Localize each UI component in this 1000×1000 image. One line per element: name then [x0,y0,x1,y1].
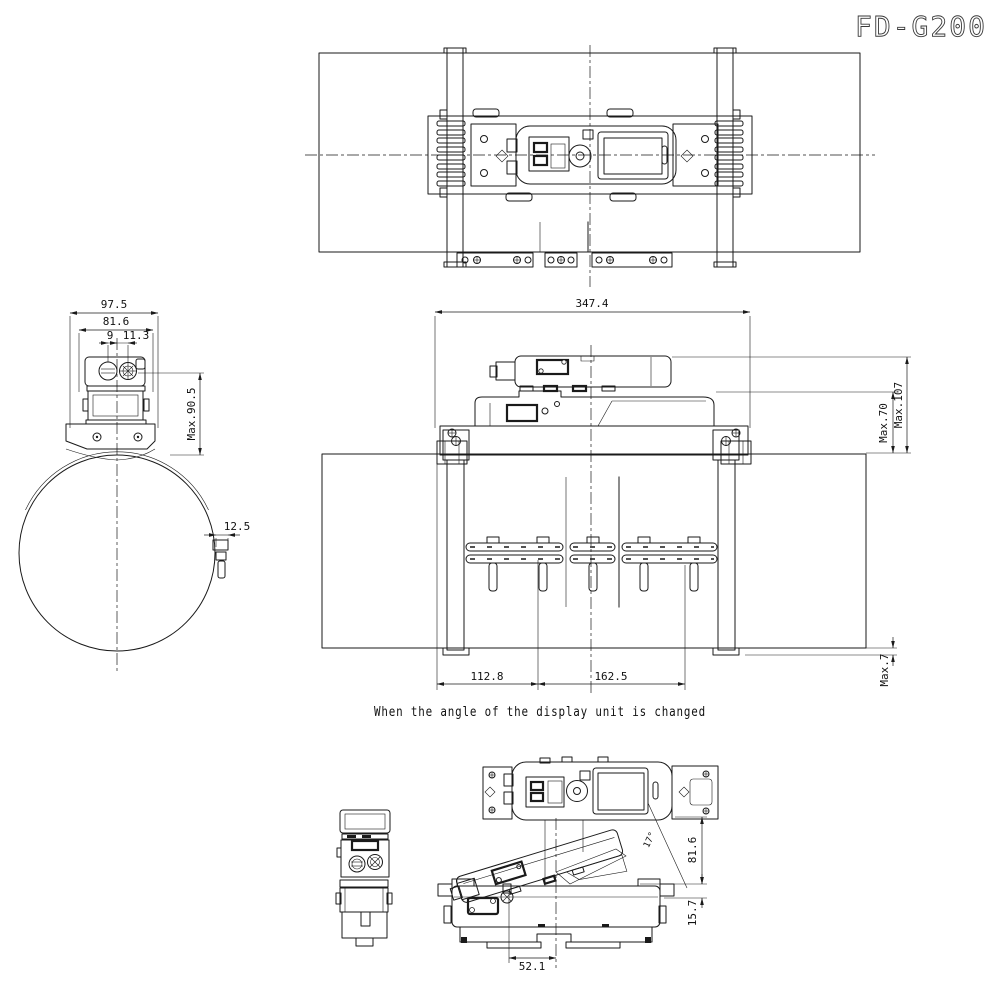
dim-overall-width-side: 97.5 [69,298,159,428]
set-button [582,129,594,140]
dim-mount-offsets-front: 112.8 162.5 [436,460,686,690]
dim-text-81-6: 81.6 [103,315,130,328]
drawing-title: FD-G200 [855,10,987,43]
mount-bracket-side [65,423,156,450]
note-text: When the angle of the display unit is ch… [374,705,706,720]
dim-strap-screw: 12.5 [204,520,250,547]
dim-text-9: 9 [107,329,114,342]
display-screen-top [597,131,669,180]
sensor-stack-side [65,356,156,461]
vent-slots-left [436,120,466,187]
strap-bolts [486,536,701,592]
dim-text-max-90-5: Max.90.5 [185,388,198,441]
foot-plates [456,221,673,268]
dim-text-tilt-angle: 17° [642,831,658,850]
dim-text-max-70: Max.70 [877,403,890,443]
dim-text-52-1: 52.1 [519,960,546,973]
pipe-outline-front [321,453,867,649]
dim-text-max-107: Max.107 [892,382,905,428]
dim-max-7: Max.7 [745,637,897,687]
dim-text-12-5: 12.5 [224,520,251,533]
dim-display-height: 81.6 [640,816,707,885]
sensor-body-top [506,125,677,185]
clamp-band-left [439,47,467,268]
dim-text-81-6-tilt: 81.6 [686,837,699,864]
dim-body-width-side: 81.6 [78,315,154,392]
side-view: 97.5 81.6 9 11.3 Max.90.5 [18,298,250,672]
dim-max-70: Max.70 [716,391,911,454]
dim-text-162-5: 162.5 [594,670,627,683]
dim-text-15-7: 15.7 [686,900,699,927]
tilt-plan-view [482,756,719,821]
mounting-plate-top [427,108,753,202]
dim-base-height: 15.7 [664,874,707,926]
top-view [305,45,875,287]
tilt-bracket-front [474,390,715,427]
clamp-band-right-front [712,429,740,656]
side-bracket-right [672,123,719,187]
front-view: 347.4 112.8 162.5 Max.70 Max.107 [321,297,911,695]
tilt-composite-view: 81.6 15.7 52.1 17° [437,756,719,973]
connector-round-left [98,361,118,381]
cable-connector-block [528,136,570,172]
dim-text-max-7: Max.7 [878,653,891,686]
dim-connector-offsets: 9 11.3 [99,329,149,362]
dim-text-112-8: 112.8 [470,670,503,683]
tilted-display-unit [449,829,628,903]
clamp-band-right [713,47,741,268]
pipe-outline-top [318,52,861,253]
dim-max-height-side: Max.90.5 [138,372,204,456]
dim-max-107: Max.107 [672,356,911,454]
dim-text-11-3: 11.3 [123,329,150,342]
connector-knurled-right [119,362,137,380]
dim-text-347-4: 347.4 [575,297,608,310]
pivot-bolt [500,883,514,904]
dim-center-offset: 52.1 [508,893,557,973]
dim-text-97-5: 97.5 [101,298,128,311]
pipe-straps [465,536,718,592]
vent-slots-right [714,120,744,187]
tilt-strut [555,848,627,885]
dim-overall-width-front: 347.4 [434,297,751,428]
small-end-view [335,809,393,947]
mounting-plate-front [436,425,752,465]
display-head-front [489,355,672,393]
adjust-knob [568,144,592,168]
